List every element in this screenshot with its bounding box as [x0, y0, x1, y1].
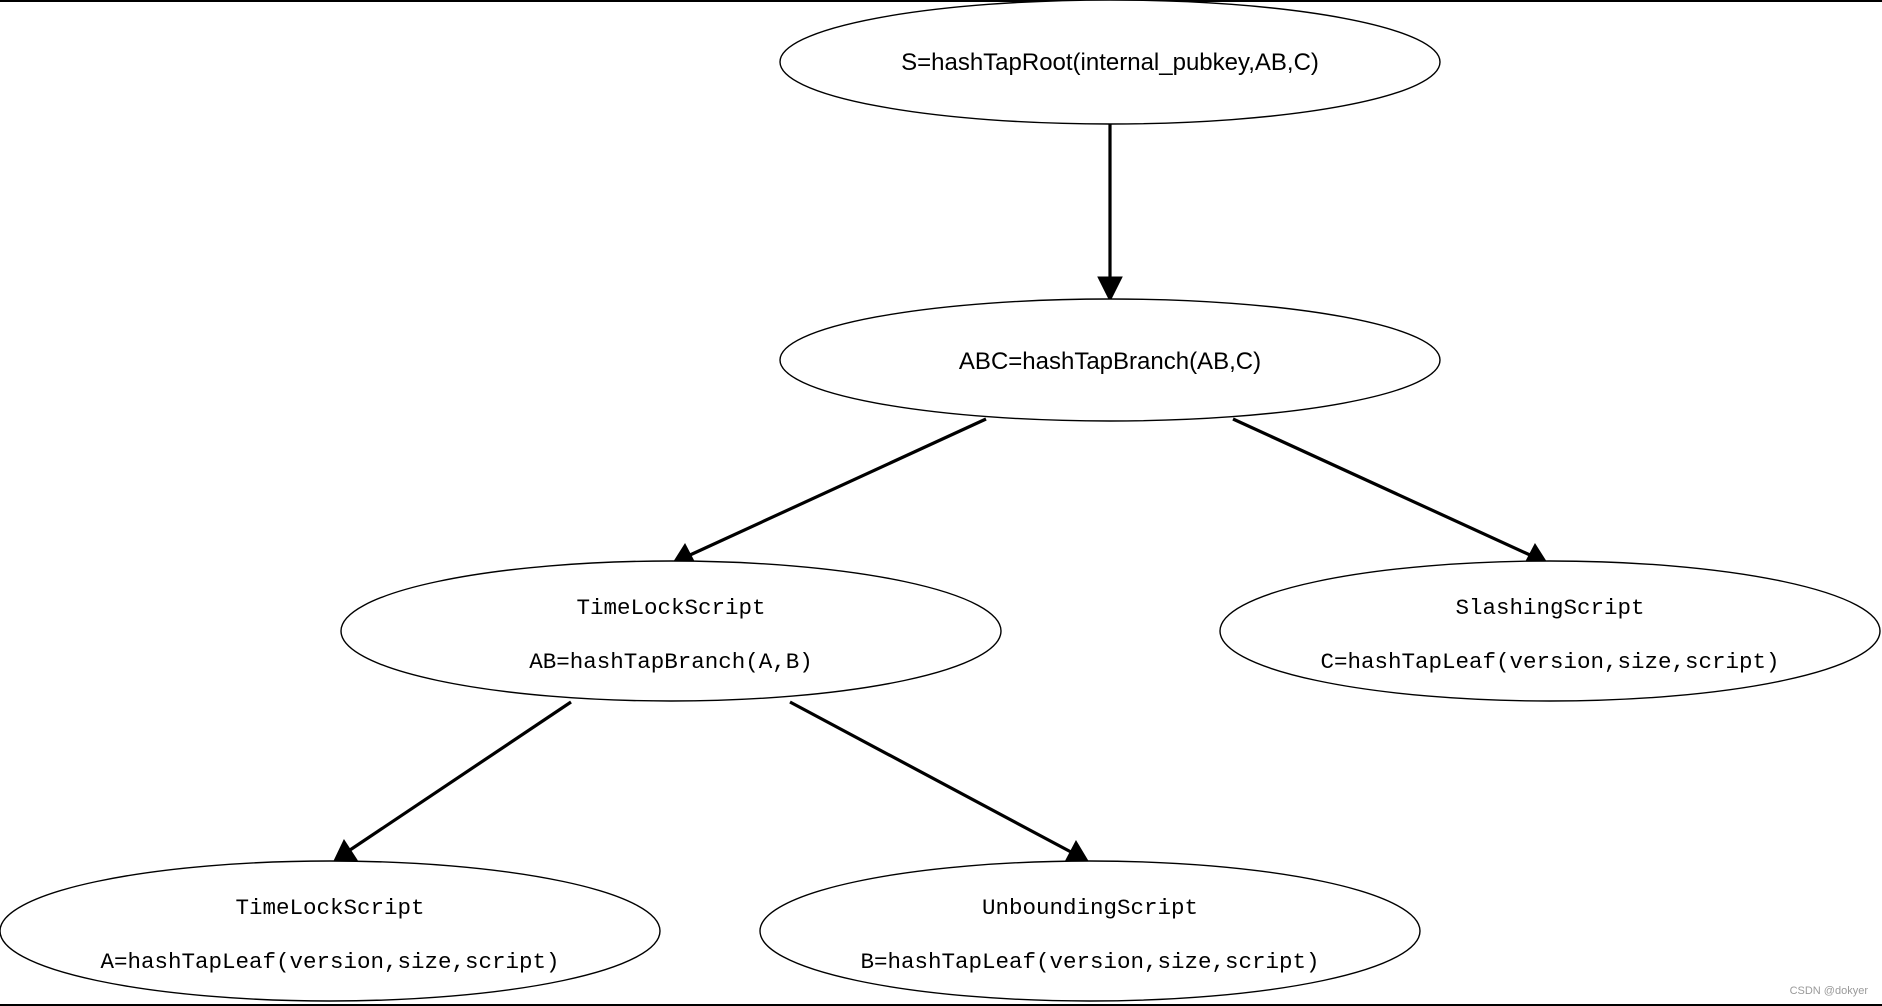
- node-leaf-a: TimeLockScript A=hashTapLeaf(version,siz…: [0, 860, 661, 1002]
- node-leaf-b-title: UnboundingScript: [982, 895, 1198, 921]
- node-root: S=hashTapRoot(internal_pubkey,AB,C): [779, 0, 1441, 125]
- node-root-label: S=hashTapRoot(internal_pubkey,AB,C): [901, 49, 1319, 76]
- node-leaf-a-title: TimeLockScript: [235, 895, 424, 921]
- node-branch-ab-formula: AB=hashTapBranch(A,B): [529, 649, 813, 675]
- edges: [333, 124, 1548, 863]
- node-root-ellipse: [779, 0, 1441, 125]
- arrowhead-branch-ab-to-leaf-a: [333, 838, 358, 862]
- arrowhead-root-to-branch-abc: [1097, 276, 1123, 303]
- node-leaf-c-title: SlashingScript: [1455, 595, 1644, 621]
- node-leaf-c-formula: C=hashTapLeaf(version,size,script): [1320, 649, 1779, 675]
- node-leaf-a-ellipse: [0, 860, 661, 1002]
- node-leaf-b: UnboundingScript B=hashTapLeaf(version,s…: [759, 860, 1421, 1002]
- watermark: CSDN @dokyer: [1790, 985, 1869, 997]
- edge-branch-abc-to-leaf-c: [1232, 417, 1531, 557]
- node-branch-ab: TimeLockScript AB=hashTapBranch(A,B): [340, 560, 1002, 702]
- node-leaf-c-ellipse: [1219, 560, 1881, 702]
- node-branch-ab-title: TimeLockScript: [576, 595, 765, 621]
- node-leaf-b-formula: B=hashTapLeaf(version,size,script): [860, 949, 1319, 975]
- node-branch-ab-ellipse: [340, 560, 1002, 702]
- node-leaf-a-formula: A=hashTapLeaf(version,size,script): [100, 949, 559, 975]
- node-leaf-b-ellipse: [759, 860, 1421, 1002]
- edge-branch-ab-to-leaf-a: [349, 700, 572, 852]
- edge-branch-ab-to-leaf-b: [789, 700, 1072, 854]
- node-branch-abc: ABC=hashTapBranch(AB,C): [779, 298, 1441, 422]
- node-leaf-c: SlashingScript C=hashTapLeaf(version,siz…: [1219, 560, 1881, 702]
- node-branch-abc-ellipse: [779, 298, 1441, 422]
- edge-branch-abc-to-branch-ab: [689, 417, 987, 557]
- node-branch-abc-label: ABC=hashTapBranch(AB,C): [959, 348, 1261, 375]
